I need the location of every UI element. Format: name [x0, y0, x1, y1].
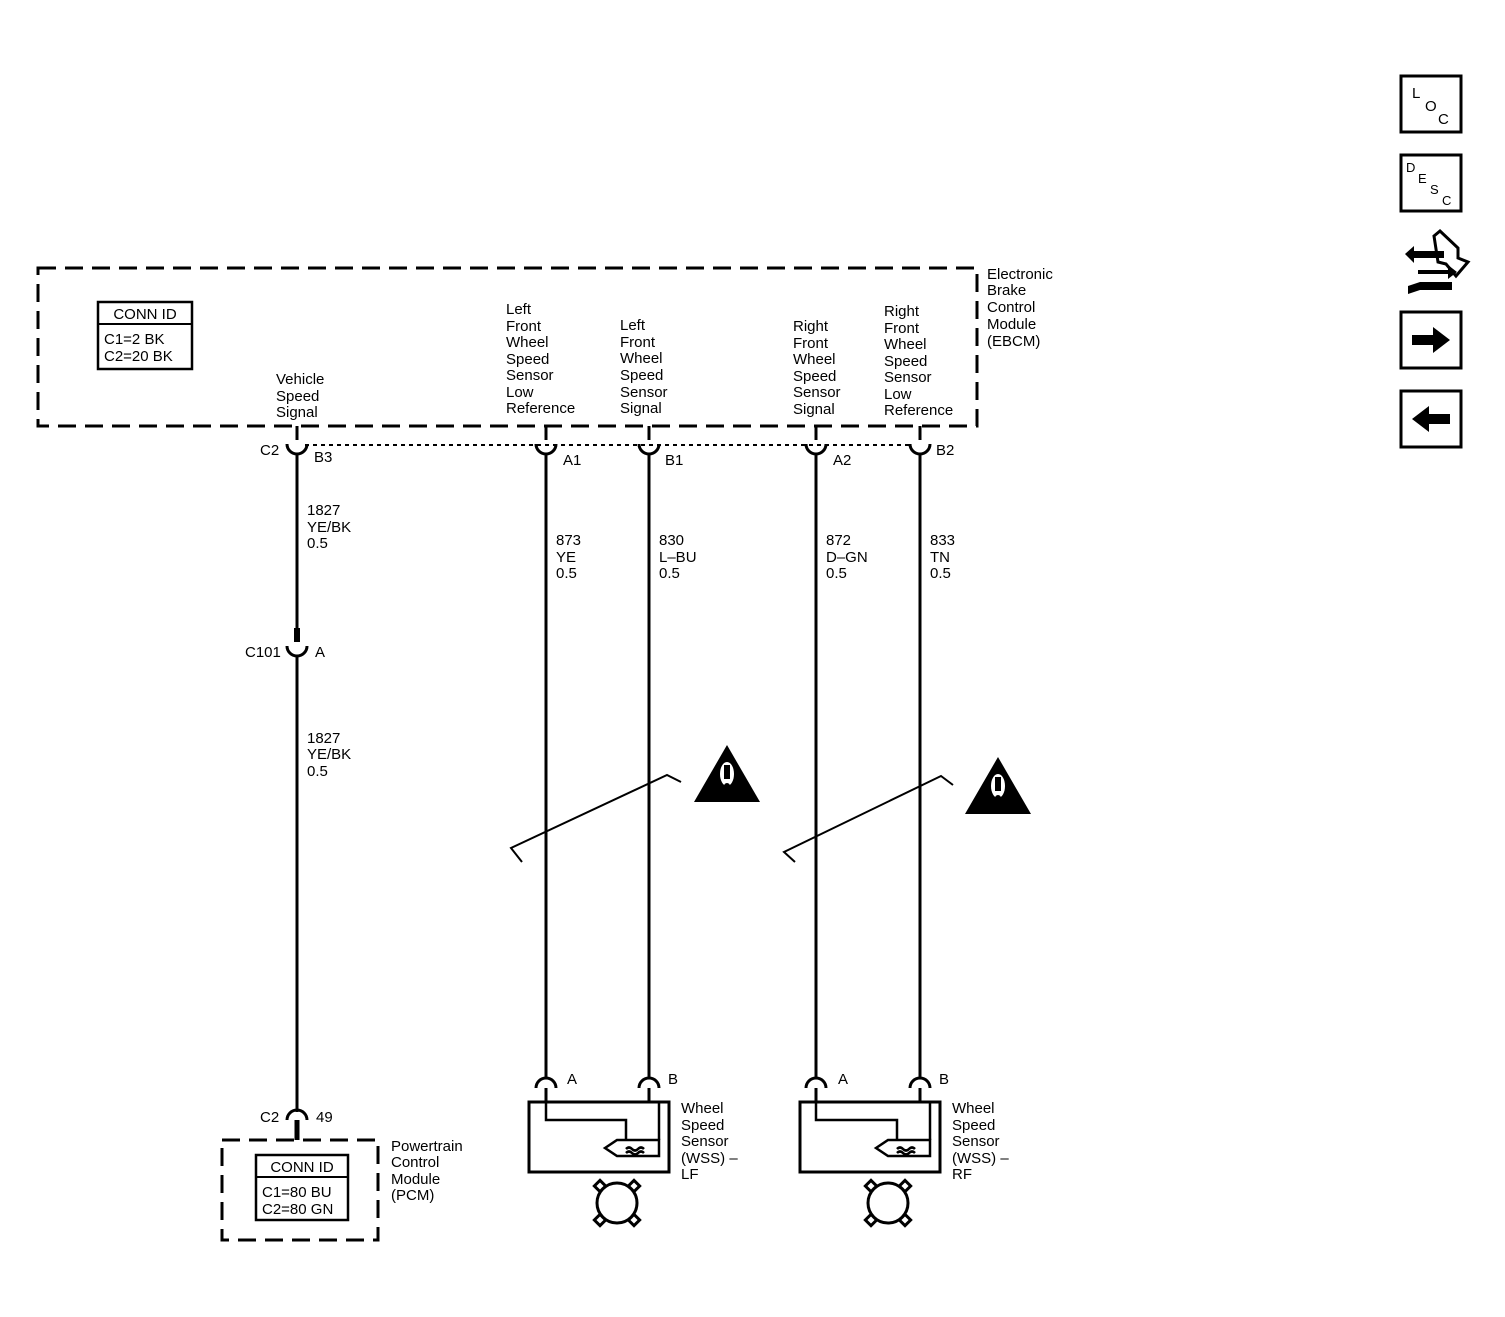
twisted-pair-lf: [509, 773, 682, 863]
pin-label-lf-low-reference: Left Front Wheel Speed Sensor Low Refere…: [506, 301, 575, 417]
ebcm-conn-id-box: CONN ID C1=2 BK C2=20 BK: [96, 300, 194, 371]
terminal-a2: [804, 426, 828, 456]
reluctor-ring-icon: [592, 1178, 642, 1228]
right-arrow-icon: [1412, 327, 1450, 353]
desc-button[interactable]: D E S C: [1399, 153, 1463, 213]
caution-icon-rf: [965, 757, 1031, 814]
pcm-conn-id-box: CONN ID C1=80 BU C2=80 GN: [254, 1153, 350, 1222]
ebcm-module: Electronic Brake Control Module (EBCM) C…: [36, 266, 1057, 428]
wss-lf-pin-b: B: [668, 1071, 678, 1088]
previous-arrow-button[interactable]: [1399, 389, 1463, 449]
pin-b1-label: B1: [665, 452, 683, 469]
terminal-b3: [285, 426, 309, 456]
desc-letter-d: D: [1406, 160, 1415, 175]
caution-icon-lf: [694, 745, 760, 802]
c101-label: C101: [245, 644, 281, 661]
reluctor-ring-icon: [863, 1178, 913, 1228]
terminal-a1: [534, 426, 558, 456]
pin-b2-label: B2: [936, 442, 954, 459]
ebcm-conn-id-title: CONN ID: [113, 306, 177, 323]
inline-connector-c101: C101 A: [245, 628, 325, 661]
pin-label-rf-low-reference: Right Front Wheel Speed Sensor Low Refer…: [884, 303, 953, 419]
pin-a2-label: A2: [833, 452, 851, 469]
pcm-outline: [220, 1138, 380, 1242]
desc-letter-e: E: [1418, 171, 1427, 186]
terminal-b2: [908, 426, 932, 456]
pcm-conn-id-c1: C1=80 BU: [262, 1184, 332, 1201]
ebcm-conn-id-c1: C1=2 BK: [104, 331, 164, 348]
c101-pin-label: A: [315, 644, 325, 661]
loc-letter-o: O: [1425, 98, 1437, 115]
twisted-pair-rf: [782, 774, 954, 863]
pcm-conn-id-c2: C2=80 GN: [262, 1201, 333, 1218]
wire-label-873: 873 YE 0.5: [556, 532, 585, 582]
pcm-module: C2 49 CONN ID C1=80 BU C2=80 GN Powertra…: [220, 1108, 467, 1242]
pcm-conn-id-title: CONN ID: [270, 1159, 334, 1176]
pcm-connector-c2-label: C2: [260, 1109, 279, 1126]
wss-rf: A B Wheel Speed Sensor (WSS) – RF: [798, 1071, 1013, 1228]
pin-b3-label: B3: [314, 449, 332, 466]
wire-label-830: 830 L–BU 0.5: [659, 532, 701, 582]
loc-letter-l: L: [1412, 85, 1420, 102]
pin-label-rf-signal: Right Front Wheel Speed Sensor Signal: [793, 318, 845, 418]
loc-letter-c: C: [1438, 111, 1449, 128]
next-arrow-button[interactable]: [1399, 310, 1463, 370]
pin-label-vehicle-speed-signal: Vehicle Speed Signal: [276, 371, 329, 421]
terminal-b1: [637, 426, 661, 456]
wire-label-1827-upper: 1827 YE/BK 0.5: [307, 502, 355, 552]
left-arrow-icon: [1412, 406, 1450, 432]
ebcm-conn-id-c2: C2=20 BK: [104, 348, 173, 365]
pcm-pin-49-label: 49: [316, 1109, 333, 1126]
wss-rf-pin-a: A: [838, 1071, 848, 1088]
ebcm-outline: [36, 266, 979, 428]
wire-label-1827-lower: 1827 YE/BK 0.5: [307, 730, 355, 780]
pin-a1-label: A1: [563, 452, 581, 469]
loc-button[interactable]: L O C: [1399, 74, 1463, 134]
desc-letter-c: C: [1442, 193, 1451, 208]
wires: [295, 454, 922, 1112]
pin-label-lf-signal: Left Front Wheel Speed Sensor Signal: [620, 317, 672, 417]
wss-lf-pin-a: A: [567, 1071, 577, 1088]
wire-label-833: 833 TN 0.5: [930, 532, 959, 582]
pcm-name: Powertrain Control Module (PCM): [391, 1138, 467, 1204]
wss-lf: A B Wheel Speed Sensor (WSS) – LF: [527, 1071, 742, 1228]
diagnostic-tools-icon[interactable]: [1405, 228, 1471, 294]
wss-rf-name: Wheel Speed Sensor (WSS) – RF: [952, 1100, 1013, 1183]
connector-c2-label: C2: [260, 442, 279, 459]
desc-letter-s: S: [1430, 182, 1439, 197]
ebcm-terminals: [285, 426, 932, 456]
ebcm-name: Electronic Brake Control Module (EBCM): [987, 266, 1057, 350]
wire-label-872: 872 D–GN 0.5: [826, 532, 872, 582]
wss-rf-pin-b: B: [939, 1071, 949, 1088]
wss-lf-name: Wheel Speed Sensor (WSS) – LF: [681, 1100, 742, 1183]
